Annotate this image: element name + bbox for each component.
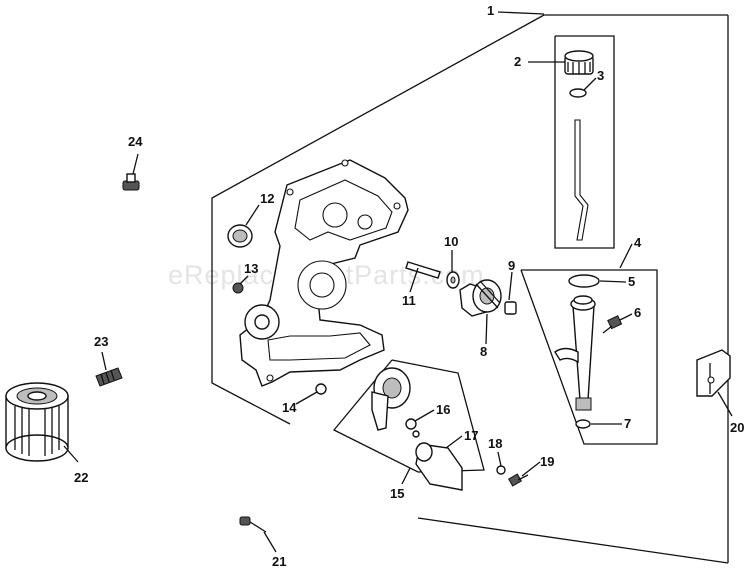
washer-18 [496,465,506,475]
cover-boss-b [357,214,373,230]
dipstick-tube-box [520,269,658,445]
oil-seal-12 [227,224,253,248]
callout-14: 14 [282,400,297,415]
ring-14 [315,383,327,395]
callout-6: 6 [634,305,641,320]
governor-gear-8 [459,279,502,317]
callout-5: 5 [628,274,635,289]
washer-10 [446,271,460,289]
callout-21: 21 [272,554,286,569]
callout-11: 11 [402,293,416,308]
bracket-20 [696,349,731,397]
plug-13 [232,282,244,294]
callout-16: 16 [436,402,450,417]
callout-22: 22 [74,470,88,485]
callout-20: 20 [730,420,744,435]
outline-bottom [417,517,729,564]
dipstick-group-box [554,35,615,249]
callout-19: 19 [540,454,554,469]
pump-shaft [371,391,389,431]
callout-24: 24 [128,134,143,149]
cover-lower-pan [267,332,371,361]
o-ring-7 [575,419,591,429]
callout-2: 2 [514,54,521,69]
bushing-9 [504,301,517,315]
callout-labels: 1 2 3 4 5 6 7 8 9 10 11 12 13 14 15 16 1… [74,3,744,569]
callout-4: 4 [634,235,642,250]
oil-filter-22 [5,382,69,462]
tube-base [575,397,592,411]
callout-1: 1 [487,3,494,18]
dipstick-blade [574,119,589,241]
oil-pump-group-15 [332,359,485,491]
ring-16 [405,418,417,430]
bolt-21 [239,516,267,533]
screw-19 [507,473,529,487]
callout-7: 7 [624,416,631,431]
callout-15: 15 [390,486,404,501]
callout-8: 8 [480,344,487,359]
callout-23: 23 [94,334,108,349]
tube-box-outline [520,269,658,445]
callout-13: 13 [244,261,258,276]
callout-10: 10 [444,234,458,249]
tube-bracket [554,347,579,364]
outline-left [211,14,545,425]
screw-6 [602,315,623,334]
callout-12: 12 [260,191,274,206]
oil-fill-cap-top [564,50,594,62]
callout-17: 17 [464,428,478,443]
pin-11 [405,261,441,279]
callout-3: 3 [597,68,604,83]
dipstick-box [554,35,615,249]
leader-lines [63,11,733,553]
fitting-23 [95,367,123,387]
o-ring-5 [568,274,600,288]
group-15-box [332,359,485,473]
callout-18: 18 [488,436,502,451]
cover-boss-a [322,202,348,228]
fitting-24 [122,173,140,191]
callout-9: 9 [508,258,515,273]
crankcase-cover [239,159,409,387]
assembly-1-outline [211,14,729,564]
o-ring-3 [569,88,587,98]
